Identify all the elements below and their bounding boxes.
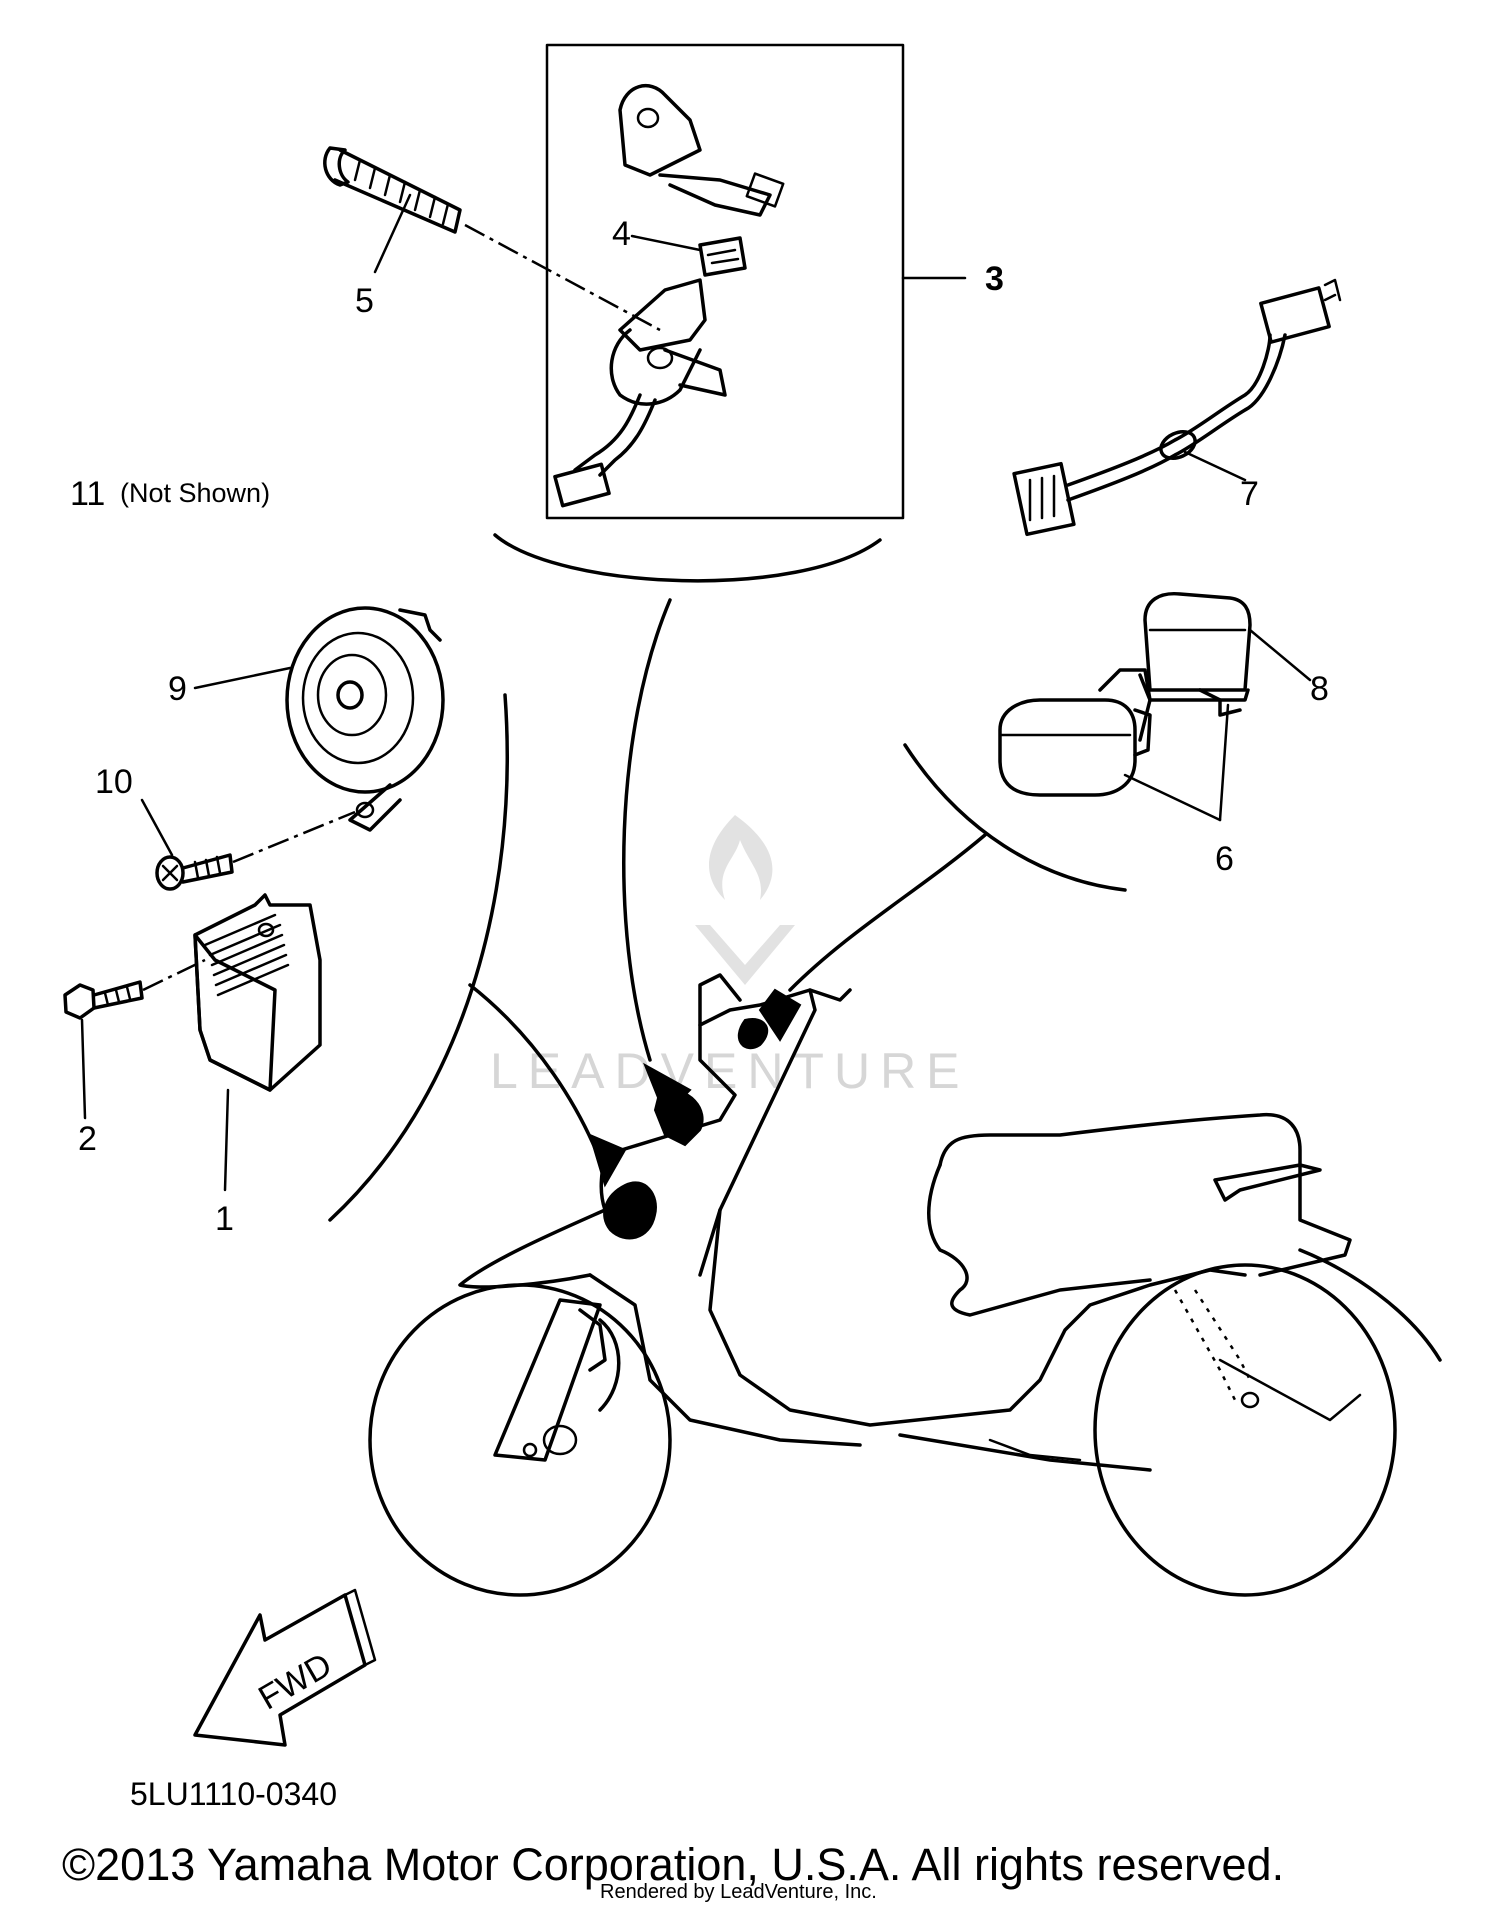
- rendered-by-text: Rendered by LeadVenture, Inc.: [600, 1881, 877, 1903]
- drawing-code: 5LU1110-0340: [130, 1776, 337, 1812]
- leader-1: [223, 1088, 230, 1192]
- rectifier-regulator-1: [193, 893, 322, 1092]
- callout-11-note: (Not Shown): [120, 478, 270, 508]
- callout-8: 8: [1310, 670, 1329, 708]
- leader-9: [193, 666, 292, 690]
- scooter: [368, 973, 1442, 1597]
- callout-2: 2: [78, 1120, 97, 1158]
- bolt-2: [63, 980, 144, 1020]
- leader-6a: [1123, 773, 1222, 822]
- callout-arcs: [328, 533, 1127, 1222]
- leader-6b: [1218, 703, 1230, 822]
- screw-10: [155, 853, 234, 891]
- callout-6: 6: [1215, 840, 1234, 878]
- callout-9: 9: [168, 670, 187, 708]
- leader-5: [373, 193, 412, 274]
- main-switch-kit: [545, 43, 905, 520]
- callout-3: 3: [985, 260, 1004, 298]
- screw-10-centerline: [232, 810, 356, 864]
- watermark: LEADVENTURE: [490, 815, 970, 1099]
- callout-5: 5: [355, 282, 374, 320]
- relay-6: [998, 668, 1152, 797]
- callout-4: 4: [612, 215, 631, 253]
- leader-8: [1248, 628, 1312, 682]
- watermark-text: LEADVENTURE: [490, 1043, 970, 1099]
- sub-wire-harness-7: [1012, 278, 1342, 537]
- bolt-5: [323, 146, 462, 234]
- copyright-text: ©2013 Yamaha Motor Corporation, U.S.A. A…: [62, 1839, 1284, 1890]
- leader-4: [630, 234, 702, 252]
- horn-9: [285, 606, 445, 832]
- callout-7: 7: [1240, 475, 1259, 513]
- relay-8: [1138, 591, 1252, 717]
- callout-10: 10: [95, 763, 133, 801]
- leader-10: [140, 798, 174, 857]
- callout-11: 11: [70, 475, 105, 513]
- callout-1: 1: [215, 1200, 234, 1238]
- leader-2: [80, 1018, 87, 1120]
- forward-direction-arrow: FWD: [193, 1588, 377, 1747]
- leader-7: [1183, 450, 1247, 482]
- bolt-2-centerline: [142, 958, 206, 992]
